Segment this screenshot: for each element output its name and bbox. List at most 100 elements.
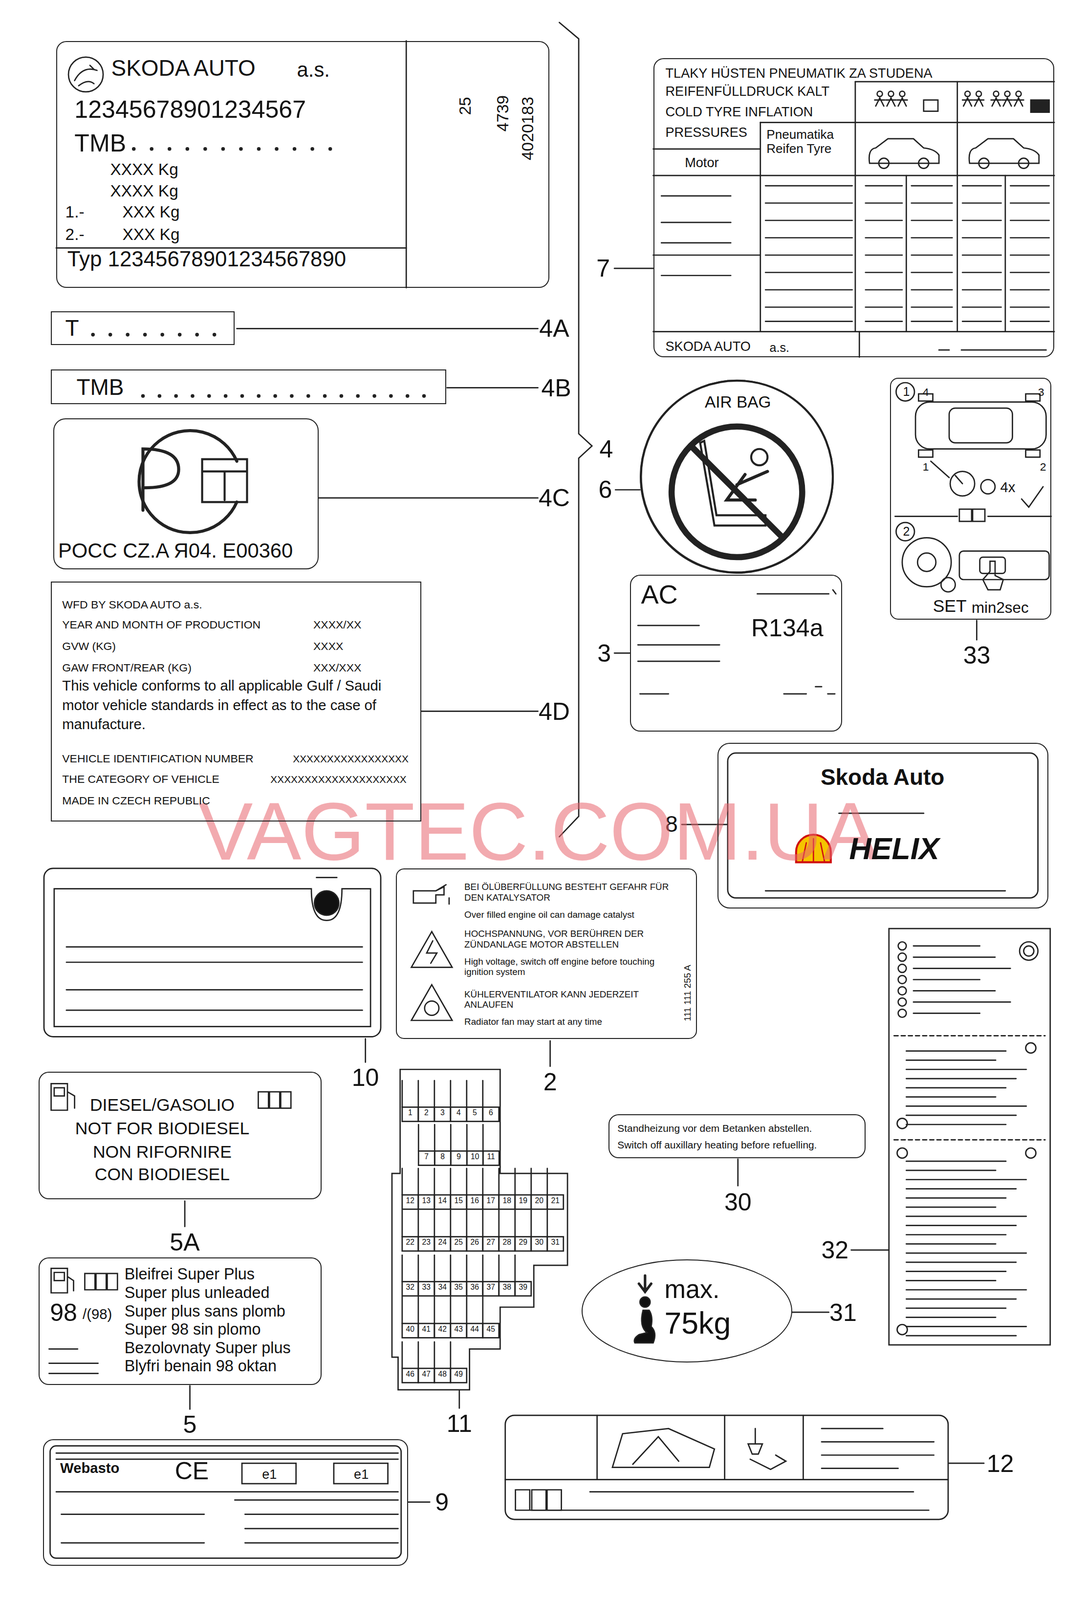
decor-lines: [661, 185, 1049, 1336]
sticker-text: Webasto: [60, 1460, 120, 1477]
ac-label-lines: [827, 693, 836, 695]
sticker-text: a.s.: [297, 58, 330, 82]
fuse-box-art: [449, 1342, 452, 1369]
decor-lines: [865, 185, 903, 187]
people-icons: [897, 97, 908, 107]
fuse-box-art: [434, 1194, 451, 1210]
fuel-icons: [258, 1091, 291, 1108]
decor-lines: [906, 1160, 1006, 1163]
decor-dots: [141, 393, 146, 398]
sticker-text: HELIX: [848, 830, 939, 867]
leader-line: [549, 1041, 551, 1067]
sticker-text: SKODA AUTO: [111, 55, 256, 82]
sticker-text: MADE IN CZECH REPUBLIC: [62, 794, 210, 807]
tyre-table-grid: [759, 122, 761, 332]
shell-label-art: [765, 890, 1006, 892]
decor-lines: [898, 998, 907, 1007]
fuse-box-art: [401, 1297, 403, 1324]
fuse-box-art: [450, 1194, 467, 1210]
fuse-box-art: [417, 1342, 419, 1369]
fuse-box-art: [449, 1297, 452, 1324]
tpms-instruction-art: [950, 471, 975, 497]
sticker-12-art: [821, 1454, 934, 1456]
blank-sticker: [43, 868, 381, 1038]
sticker-text: Radiator fan may start at any time: [464, 1016, 603, 1028]
sticker-text: 40: [406, 1324, 415, 1334]
people-icons: [964, 91, 971, 97]
decor-lines: [906, 1280, 996, 1282]
decor-lines: [913, 956, 996, 958]
sticker-text: 25: [454, 1238, 463, 1247]
airbag-symbol: [691, 445, 783, 538]
decor-lines: [765, 289, 852, 291]
fuse-box-art: [498, 1255, 500, 1282]
sticker-text: KÜHLERVENTILATOR KANN JEDERZEIT ANLAUFEN: [464, 989, 669, 1011]
sticker-text: 15: [454, 1196, 463, 1206]
sticker-text: XXXXXXXXXXXXXXXXXXXX: [270, 773, 407, 786]
fuse-box-art: [499, 1237, 516, 1252]
sticker-text: Bezolovnaty Super plus: [124, 1339, 291, 1358]
decor-dots: [273, 393, 278, 398]
decor-lines: [906, 1178, 1026, 1181]
decor-lines: [1010, 219, 1049, 222]
sticker-text: NON RIFORNIRE: [92, 1142, 232, 1163]
decor-lines: [765, 237, 852, 239]
leader-line: [364, 1039, 367, 1063]
people-icons: [1013, 97, 1024, 107]
tyre-table-grid: [653, 174, 1055, 177]
tpms-instruction-art: [930, 461, 950, 478]
webasto-label-art: [56, 1458, 398, 1460]
label-sticker: ACR134a: [629, 574, 843, 733]
fuse-box-art: [402, 1323, 419, 1338]
blank-sticker: [316, 876, 337, 879]
sticker-text: 25: [456, 97, 475, 116]
tyre-table-grid: [855, 81, 1055, 83]
fuel-icons: [84, 1273, 118, 1290]
weight-icon: [634, 1310, 655, 1344]
decor-lines: [906, 1316, 996, 1319]
sticker-text: 3: [1038, 385, 1045, 399]
decor-lines: [906, 1078, 1017, 1080]
people-icons: [899, 91, 906, 97]
decor-lines: [962, 237, 1001, 239]
label-sticker: 1234567891011121314151617181920212223242…: [391, 1069, 568, 1391]
decor-lines: [661, 221, 731, 224]
fuse-box-art: [417, 1297, 419, 1324]
callout-number: 4: [599, 436, 614, 462]
decor-lines: [906, 1068, 1026, 1071]
sticker-text: 28: [502, 1238, 512, 1247]
decor-lines: [865, 219, 903, 222]
decor-lines: [962, 289, 1001, 291]
fuel-icons: [51, 1083, 75, 1110]
decor-dots: [143, 332, 148, 337]
decor-lines: [865, 254, 903, 257]
sticker-text: AC: [640, 579, 678, 610]
sticker-text: 75kg: [664, 1305, 731, 1341]
callout-number: 31: [829, 1300, 857, 1325]
sticker-text: Super plus unleaded: [124, 1283, 270, 1303]
decor-lines: [1010, 289, 1049, 291]
tpms-instruction-art: [1025, 393, 1041, 402]
leader-line: [184, 1201, 186, 1227]
decor-lines: [765, 185, 852, 187]
leader-line: [189, 1386, 191, 1410]
sticker-text: 23: [422, 1238, 431, 1247]
blank-sticker: [54, 889, 371, 1027]
decor-dots: [389, 393, 393, 398]
callout-number: 11: [446, 1411, 473, 1436]
leader-line: [184, 268, 984, 1502]
sticker-text: a.s.: [769, 340, 790, 355]
weight-icon: [638, 1275, 652, 1292]
decor-lines: [898, 941, 907, 951]
leader-line: [458, 1390, 460, 1409]
decor-dots: [167, 147, 172, 152]
webasto-label-art: [49, 1446, 401, 1559]
decor-dots: [157, 393, 162, 398]
sticker-text: 7: [424, 1152, 429, 1162]
sticker-text: Blyfri benain 98 oktan: [124, 1357, 277, 1376]
leader-line: [614, 652, 630, 654]
decor-dots: [221, 147, 226, 152]
fuse-box-art: [418, 1151, 435, 1166]
fuse-box-art: [515, 1194, 532, 1210]
fuse-box-art: [401, 1080, 403, 1108]
